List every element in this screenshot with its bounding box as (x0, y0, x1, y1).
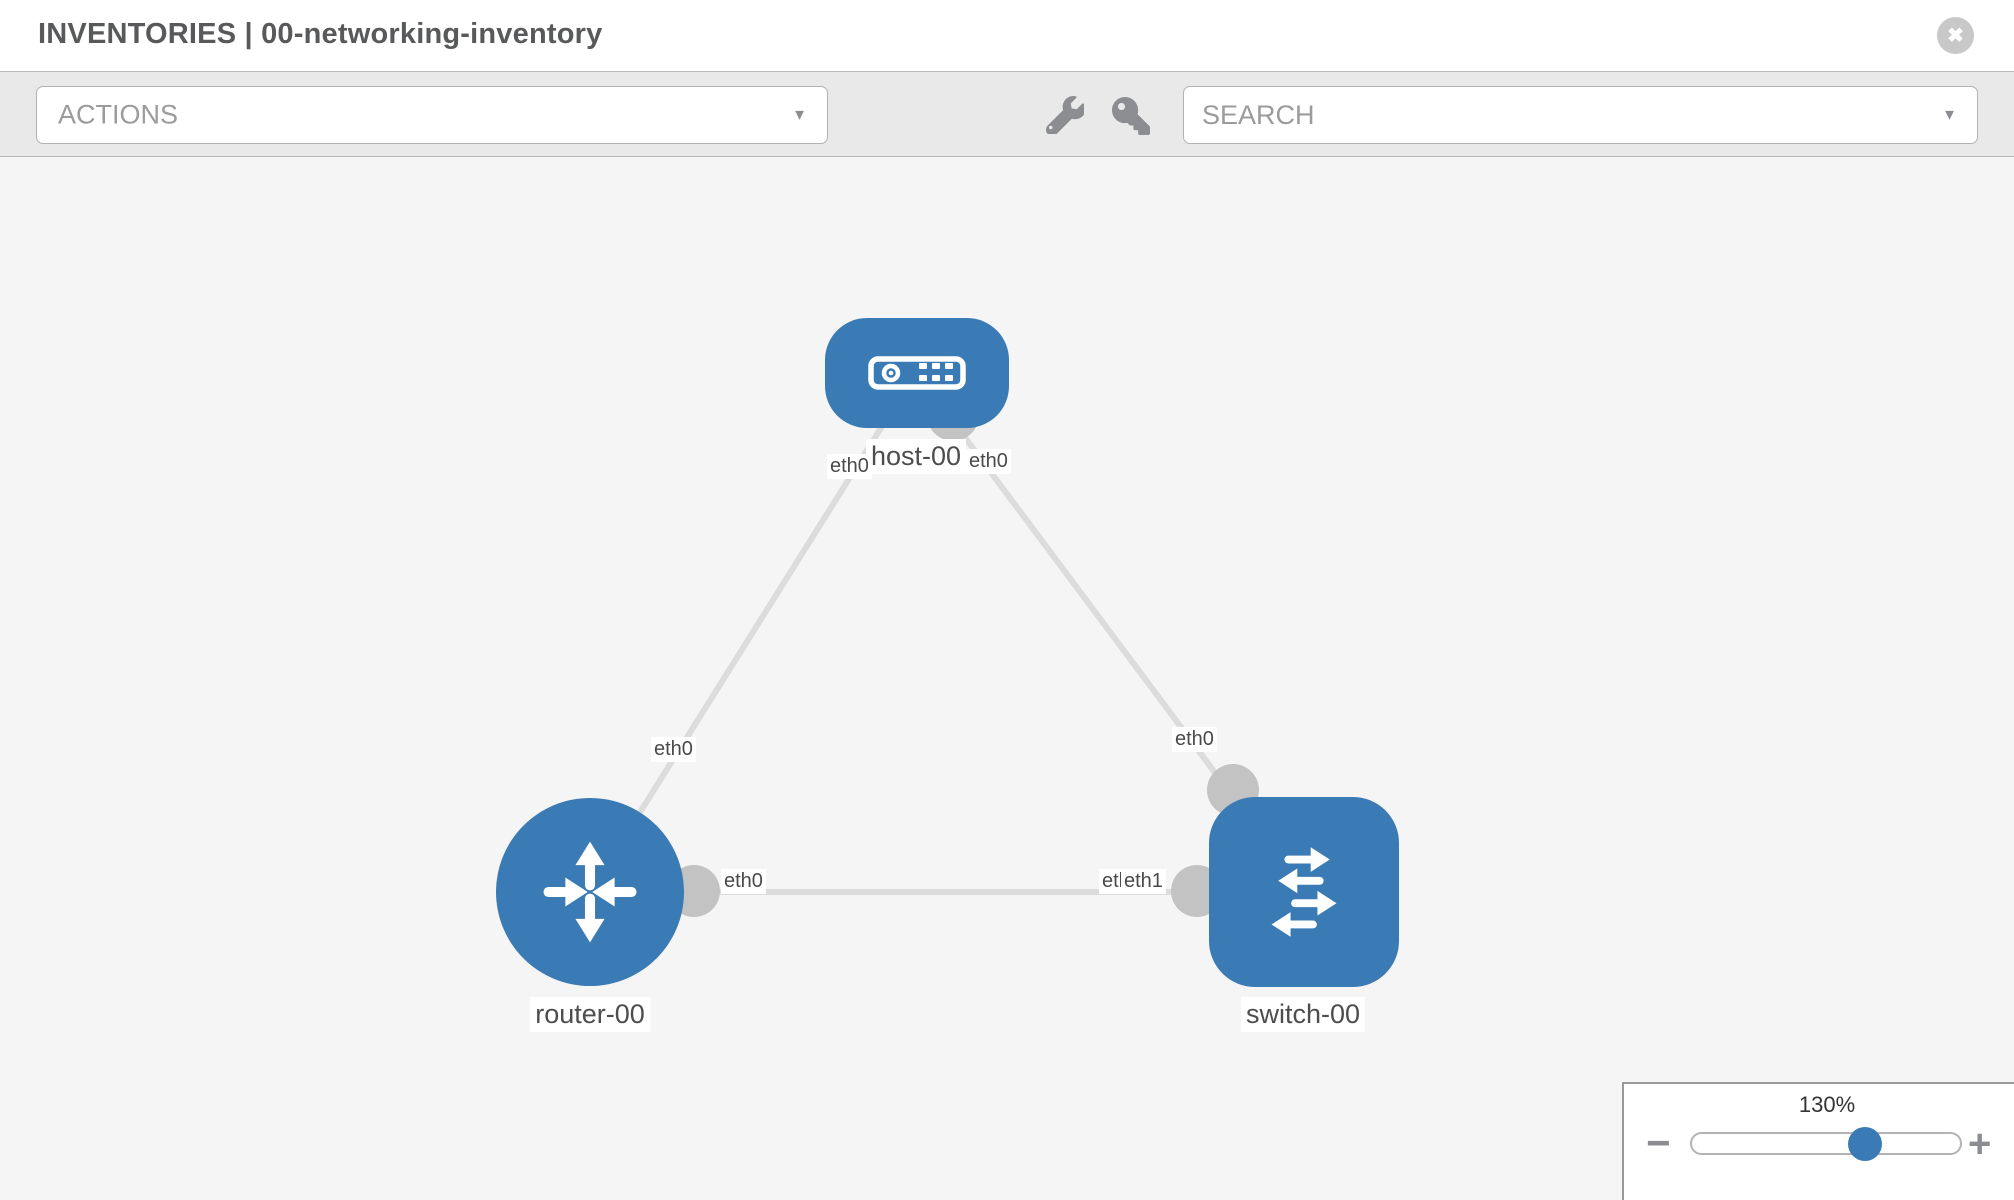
toolbar: ACTIONS ▼ ▼ (0, 71, 2014, 157)
close-icon: ✖ (1947, 24, 1964, 47)
header: INVENTORIES | 00-networking-inventory ✖ (0, 0, 2014, 71)
search-input[interactable] (1184, 87, 1977, 143)
page-title: INVENTORIES | 00-networking-inventory (38, 18, 603, 50)
actions-dropdown-label: ACTIONS (58, 99, 179, 130)
router-icon (543, 841, 637, 943)
node-switch-00[interactable] (1209, 797, 1399, 987)
zoom-slider-thumb[interactable] (1848, 1127, 1882, 1161)
node-label-router-00[interactable]: router-00 (530, 997, 650, 1032)
switch-icon (1271, 847, 1337, 937)
node-label-host-00[interactable]: host-00 (865, 439, 967, 474)
zoom-slider[interactable] (1690, 1127, 1962, 1161)
interface-label-switch-left-eth1: eth1 (1121, 869, 1166, 894)
links-layer (587, 370, 1307, 917)
topology-canvas[interactable]: host-00 router-00 switch-00 eth0 eth0 et… (0, 157, 2014, 1200)
close-button[interactable]: ✖ (1937, 17, 1974, 54)
chevron-down-icon: ▼ (792, 106, 807, 124)
interface-label-switch-top-eth0: eth0 (1172, 727, 1217, 752)
chevron-down-icon: ▼ (1942, 106, 1957, 124)
interface-label-router-link-eth0: eth0 (651, 737, 696, 762)
interface-label-host-eth0-left: eth0 (827, 454, 872, 479)
interface-label-router-right-eth0: eth0 (721, 869, 766, 894)
node-router-00[interactable] (496, 798, 684, 986)
zoom-out-button[interactable]: − (1646, 1119, 1671, 1166)
zoom-in-button[interactable]: + (1968, 1122, 1992, 1166)
host-icon (868, 356, 966, 390)
zoom-panel: 130% − + (1622, 1082, 2014, 1200)
interface-label-host-eth0-right: eth0 (966, 449, 1011, 474)
key-icon[interactable] (1112, 97, 1150, 140)
zoom-level: 130% (1798, 1092, 1856, 1117)
search-combobox[interactable]: ▼ (1183, 86, 1978, 144)
node-host-00[interactable] (825, 318, 1009, 428)
node-label-switch-00[interactable]: switch-00 (1240, 997, 1366, 1032)
wrench-icon[interactable] (1046, 96, 1086, 139)
actions-dropdown[interactable]: ACTIONS ▼ (36, 86, 828, 144)
